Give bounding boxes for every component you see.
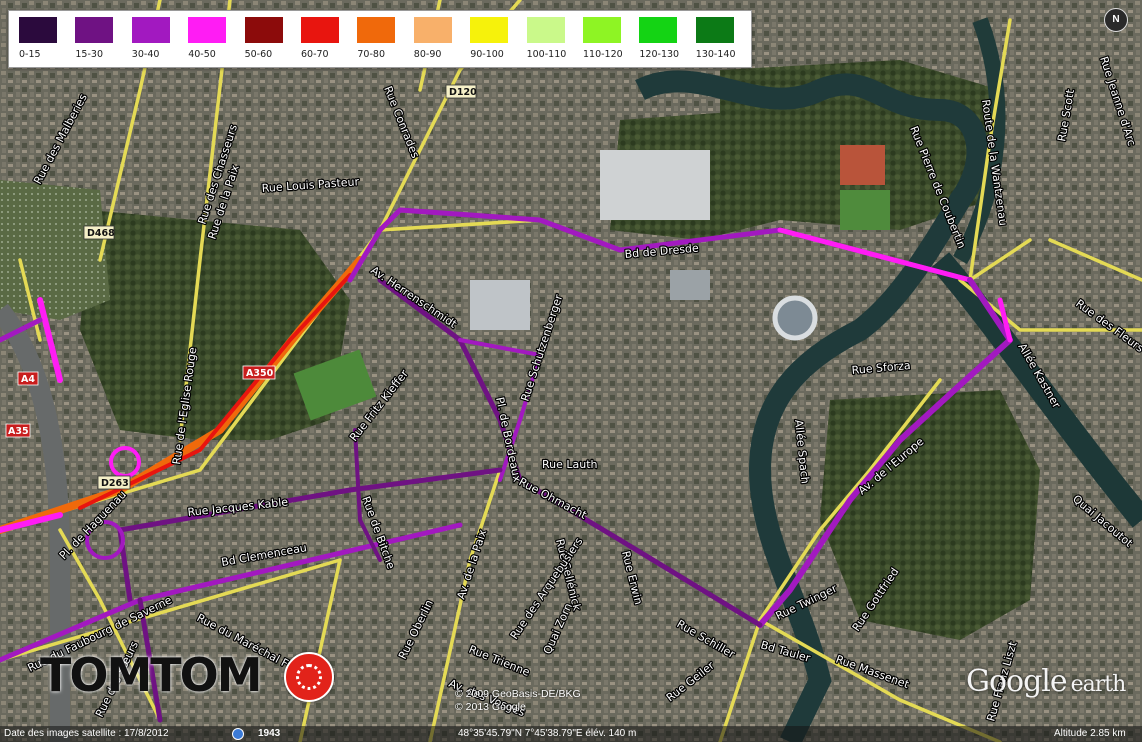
- stadium-field: [293, 349, 377, 421]
- legend-item: 70-80: [355, 17, 405, 60]
- route-segment: [458, 338, 542, 482]
- imagery-date: Date des images satellite : 17/8/2012: [4, 728, 169, 739]
- legend-item: 40-50: [186, 17, 236, 60]
- shield-label: A350: [246, 368, 274, 379]
- route-segment: [117, 467, 503, 533]
- warehouse-roofs: [600, 150, 710, 220]
- canal: [930, 252, 1142, 528]
- legend-item: 15-30: [73, 17, 123, 60]
- legend-label: 60-70: [301, 49, 329, 60]
- earth-word: earth: [1070, 672, 1127, 697]
- route-segment: [37, 297, 63, 383]
- shield-a350: A350: [242, 365, 276, 380]
- shield-d263: D263: [97, 475, 131, 490]
- legend-label: 90-100: [470, 49, 504, 60]
- shield-label: A35: [8, 426, 29, 437]
- legend-swatch: [526, 17, 565, 43]
- roundabout: [85, 520, 125, 560]
- citadel-park: [820, 390, 1040, 640]
- building-block: [470, 280, 530, 330]
- cemetery-area: [0, 180, 110, 320]
- legend-item: 90-100: [468, 17, 518, 60]
- legend-swatch: [301, 17, 339, 43]
- altitude-readout: Altitude 2.85 km: [1054, 728, 1126, 739]
- legend-label: 0-15: [19, 49, 41, 60]
- sports-field: [840, 190, 890, 230]
- shield-label: D120: [449, 87, 477, 98]
- legend-swatch: [244, 17, 283, 43]
- motorway-a350-segment: [78, 273, 352, 510]
- copyright-notice: © 2009 GeoBasis-DE/BKG © 2013 Google: [455, 688, 581, 714]
- copyright-line: © 2009 GeoBasis-DE/BKG: [455, 688, 581, 700]
- legend-label: 120-130: [639, 49, 680, 60]
- speed-overlay: [0, 207, 1013, 723]
- legend-swatch: [357, 17, 396, 43]
- legend-label: 50-60: [244, 49, 273, 60]
- legend-label: 80-90: [413, 49, 442, 60]
- legend-item: 80-90: [412, 17, 462, 60]
- building-block: [670, 270, 710, 300]
- legend-swatch: [583, 17, 621, 43]
- road-shields: D120 D468 A4 A35 A350 D263: [5, 84, 477, 490]
- river-ill: [635, 70, 989, 742]
- park-area: [80, 210, 350, 440]
- legend-label: 100-110: [526, 49, 567, 60]
- historical-year[interactable]: 1943: [258, 728, 281, 739]
- speed-legend: 0-15 15-30 30-40 40-50 50-60 60-70 70-80 80-90 9…: [8, 10, 752, 68]
- copyright-line: © 2013 Google: [455, 701, 526, 713]
- legend-item: 130-140: [694, 17, 744, 60]
- tomtom-hands-icon: [284, 652, 334, 702]
- shield-a4: A4: [17, 371, 39, 386]
- legend-swatch: [75, 17, 114, 43]
- legend-swatch: [19, 17, 57, 43]
- legend-item: 50-60: [243, 17, 293, 60]
- route-segment: [777, 227, 973, 283]
- google-word: Google: [966, 664, 1068, 699]
- shield-a35: A35: [5, 423, 31, 438]
- route-segment: [997, 297, 1013, 343]
- legend-label: 40-50: [188, 49, 216, 60]
- legend-swatch: [695, 17, 734, 43]
- route-segment: [0, 317, 43, 343]
- legend-swatch: [188, 17, 227, 43]
- shield-d468: D468: [83, 225, 115, 240]
- basin: [953, 17, 1006, 264]
- status-bar: Date des images satellite : 17/8/2012 19…: [0, 726, 1142, 742]
- legend-label: 110-120: [583, 49, 623, 60]
- legend-item: 30-40: [130, 17, 180, 60]
- legend-swatch: [131, 17, 170, 43]
- shield-label: D468: [87, 228, 115, 239]
- route-segment: [353, 428, 382, 562]
- legend-label: 70-80: [357, 49, 385, 60]
- tomtom-logo-text: TOMTOM: [40, 648, 263, 702]
- street-label: Rue Sforza: [851, 359, 911, 377]
- legend-item: 60-70: [299, 17, 349, 60]
- legend-label: 130-140: [695, 49, 736, 60]
- legend-label: 15-30: [75, 49, 103, 60]
- shield-label: A4: [21, 374, 35, 385]
- shield-label: D263: [101, 478, 129, 489]
- tennis-courts: [840, 145, 885, 185]
- legend-item: 120-130: [637, 17, 687, 60]
- parliament-dome: [772, 295, 818, 341]
- legend-swatch: [413, 17, 452, 43]
- street-label: Rue Lauth: [542, 458, 598, 471]
- shield-d120: D120: [445, 84, 477, 99]
- legend-label: 30-40: [131, 49, 160, 60]
- tomtom-hands-mark: [296, 664, 322, 690]
- north-compass-icon[interactable]: N: [1104, 8, 1128, 32]
- coordinates-readout: 48°35'45.79"N 7°45'38.79"E élév. 140 m: [458, 728, 637, 739]
- legend-item: 110-120: [581, 17, 631, 60]
- legend-item: 0-15: [17, 17, 67, 60]
- legend-swatch: [639, 17, 678, 43]
- motorway-segment: [0, 512, 63, 533]
- route-segment: [137, 597, 163, 723]
- legend-item: 100-110: [525, 17, 575, 60]
- historical-imagery-icon[interactable]: [232, 728, 244, 740]
- legend-swatch: [470, 17, 509, 43]
